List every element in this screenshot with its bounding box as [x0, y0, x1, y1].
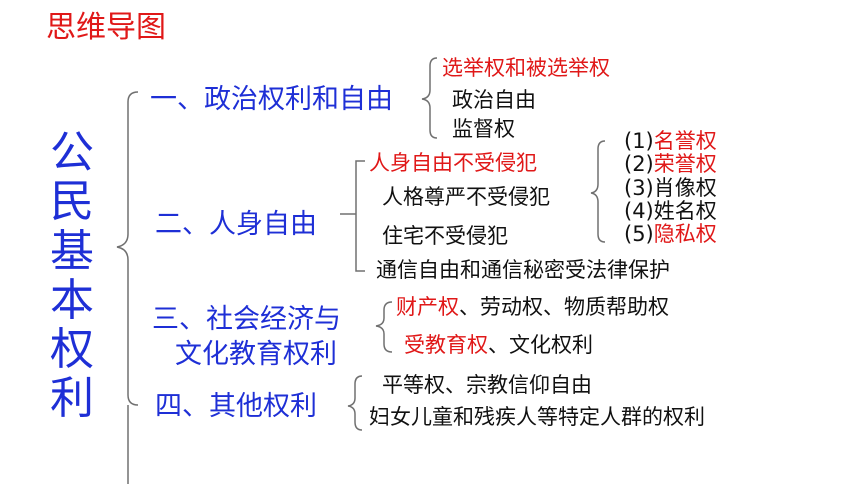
item-personal-freedom-inviolable: 人身自由不受侵犯: [369, 151, 537, 175]
item-special-groups-rights: 妇女儿童和残疾人等特定人群的权利: [369, 405, 705, 429]
branch-other-rights: 四、其他权利: [155, 391, 317, 422]
sub-item-reputation: (1)名誉权: [624, 129, 717, 153]
root-topic: 公民基本权利: [50, 127, 94, 425]
root-brace: [116, 91, 139, 406]
item-political-freedom: 政治自由: [452, 88, 536, 112]
item-property-labor-rights: 财产权、劳动权、物质帮助权: [396, 295, 669, 319]
branch-political-rights: 一、政治权利和自由: [150, 84, 393, 115]
branch3-brace: [375, 301, 393, 353]
item-residence-inviolable: 住宅不受侵犯: [382, 224, 508, 248]
sub-item-honor: (2)荣誉权: [624, 152, 717, 176]
branch-personal-freedom: 二、人身自由: [155, 209, 317, 240]
sub-item-name: (4)姓名权: [624, 199, 717, 223]
branch4-brace: [347, 375, 363, 431]
page-title: 思维导图: [46, 10, 166, 45]
item-supervision-right: 监督权: [452, 117, 515, 141]
item-election-rights: 选举权和被选举权: [442, 56, 610, 80]
item-equality-religion: 平等权、宗教信仰自由: [382, 373, 592, 397]
item-education-culture-rights: 受教育权、文化权利: [404, 333, 593, 357]
sub-item-portrait: (3)肖像权: [624, 176, 717, 200]
sub-item-privacy: (5)隐私权: [624, 222, 717, 246]
branch-socioeconomic-line2: 文化教育权利: [175, 339, 337, 370]
branch1-brace: [421, 57, 438, 139]
branch2-bracket: [340, 160, 365, 272]
branch-socioeconomic-line1: 三、社会经济与: [152, 304, 341, 335]
item-dignity-inviolable: 人格尊严不受侵犯: [382, 185, 550, 209]
branch2-sub-brace: [590, 140, 606, 243]
item-correspondence-protected: 通信自由和通信秘密受法律保护: [376, 258, 670, 282]
